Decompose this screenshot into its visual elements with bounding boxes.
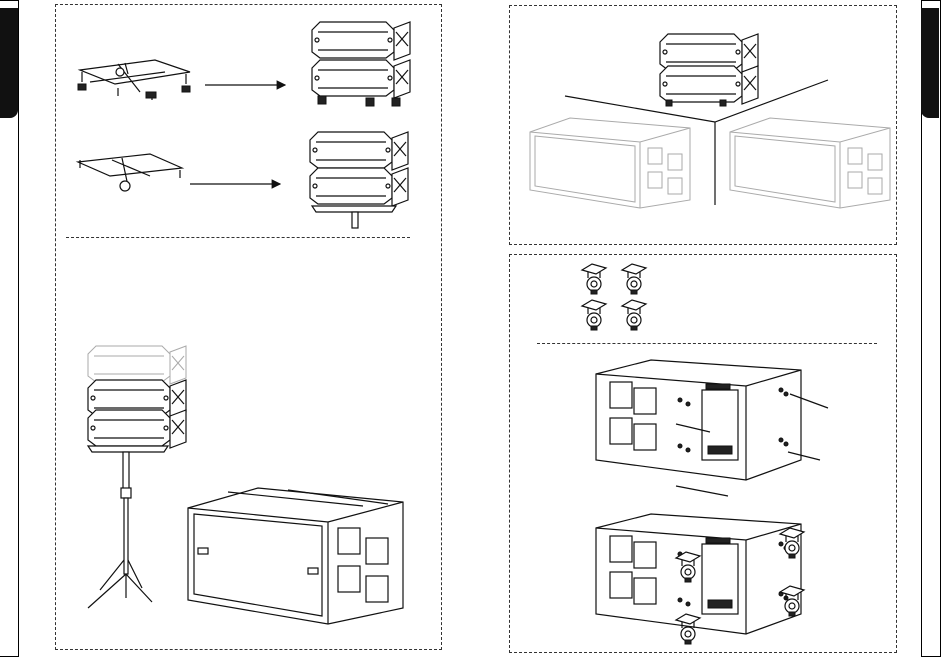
caster-wheels-illustration: [582, 264, 646, 330]
flying-stack-illustration: [312, 22, 410, 106]
corner-placement-illustration: [530, 34, 890, 208]
caster-mounting-points-illustration: [596, 360, 828, 496]
pole-stack-illustration: [310, 132, 408, 228]
pole-frame-illustration: [78, 154, 182, 191]
flying-frame-illustration: [78, 60, 190, 100]
casters-installed-illustration: [596, 514, 804, 644]
tripod-stand: [88, 452, 152, 608]
subwoofer-illustration: [188, 488, 403, 624]
pole-mount-speaker-stack: [88, 346, 186, 452]
